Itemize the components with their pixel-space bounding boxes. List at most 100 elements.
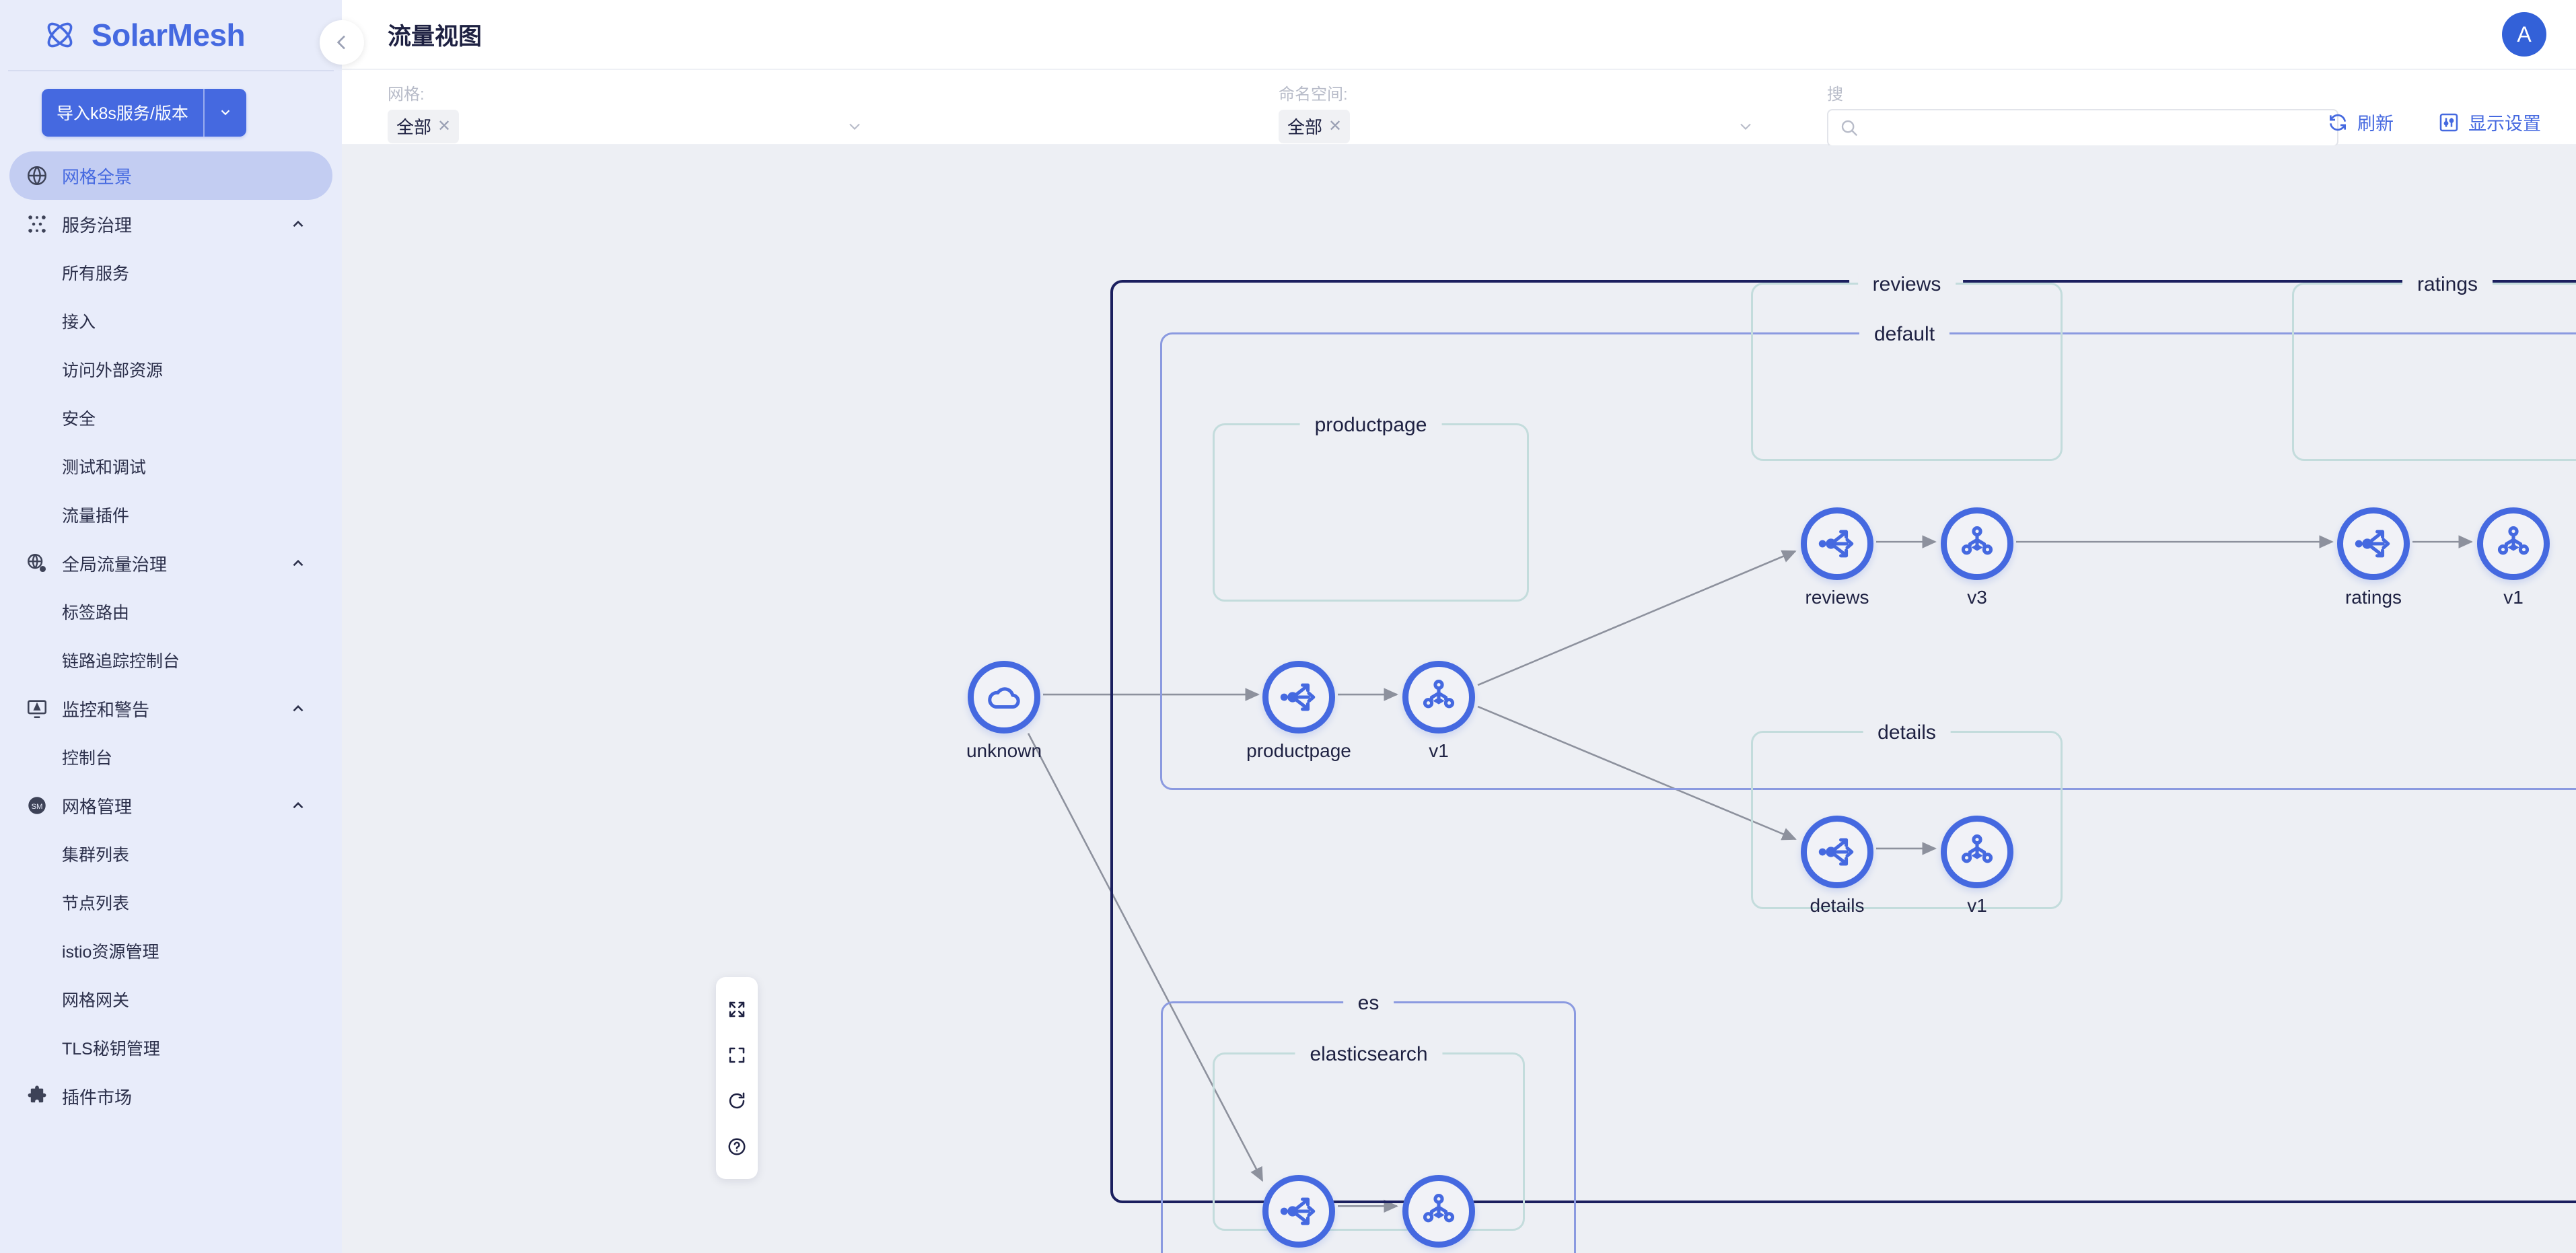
sidebar-item-label: 插件市场 [62,1087,133,1108]
close-icon[interactable]: ✕ [437,116,452,135]
service-box-productpage[interactable]: productpage [1213,414,1529,602]
graph-node-ratings-v1[interactable]: v1 [2477,507,2550,608]
edge-productpagev1-reviews [1477,550,1797,686]
sidebar-sub-label: 访问外部资源 [62,361,164,380]
sidebar-item-mesh-gateway[interactable]: 网格网关 [0,975,342,1024]
refresh-button[interactable]: 刷新 [2327,109,2394,135]
service-box-label: ratings [2402,273,2493,296]
sidebar-item-mesh-overview[interactable]: 网格全景 [9,151,332,200]
sidebar-group-global-traffic[interactable]: 全局流量治理 [0,539,342,587]
namespace-box-es[interactable]: es [1161,992,1576,1253]
reload-icon[interactable] [716,1078,758,1124]
filter-namespace-label: 命名空间: [1279,85,1348,104]
chevron-up-icon[interactable] [289,797,307,814]
filter-namespace: 命名空间: 全部 ✕ [1279,70,1817,145]
sidebar-item-node-list[interactable]: 节点列表 [0,878,342,927]
sidebar-group-label: 监控和警告 [62,699,150,720]
sidebar-item-tls-keys[interactable]: TLS秘钥管理 [0,1024,342,1072]
sidebar-sub-label: 标签路由 [62,604,130,622]
sidebar-item-test-debug[interactable]: 测试和调试 [0,442,342,491]
graph-node-label: v1 [1967,895,1987,916]
namespace-label: es [1343,992,1394,1015]
fit-view-icon[interactable] [716,987,758,1032]
edge-productpagev1-details [1477,705,1797,840]
workload-icon [2477,507,2550,580]
globe-icon [26,164,48,187]
service-box-label: elasticsearch [1295,1043,1443,1066]
graph-node-label: unknown [966,740,1042,761]
graph-toolbar [716,977,758,1179]
graph-node-reviews-v3[interactable]: v3 [1941,507,2013,608]
filter-namespace-tag[interactable]: 全部 ✕ [1279,110,1351,143]
graph-node-details-v1[interactable]: v1 [1941,816,2013,916]
sidebar-item-label-routing[interactable]: 标签路由 [0,587,342,636]
graph-node-unknown[interactable]: unknown [966,661,1042,761]
chevron-down-icon[interactable] [205,89,246,137]
sidebar-sub-label: 流量插件 [62,507,130,526]
sidebar-item-console[interactable]: 控制台 [0,733,342,781]
filter-mesh: 网格: 全部 ✕ [388,70,926,145]
fullscreen-icon[interactable] [716,1032,758,1078]
import-button-label: 导入k8s服务/版本 [57,104,188,123]
sidebar-group-service-governance[interactable]: 服务治理 [0,200,342,248]
filter-mesh-select[interactable]: 全部 ✕ [388,109,460,144]
sidebar: SolarMesh 导入k8s服务/版本 网格全景 [0,0,342,1253]
avatar[interactable]: A [2502,12,2546,57]
graph-node-reviews-service[interactable]: reviews [1801,507,1873,608]
search-box[interactable] [1827,109,2338,147]
atom-logo-icon [42,17,78,53]
sidebar-sub-label: TLS秘钥管理 [62,1040,160,1059]
sidebar-group-monitoring-alerts[interactable]: 监控和警告 [0,684,342,733]
service-box-ratings[interactable]: ratings [2292,273,2576,461]
cloud-icon [968,661,1040,733]
display-settings-button[interactable]: 显示设置 [2438,109,2541,135]
sidebar-item-all-services[interactable]: 所有服务 [0,248,342,297]
sidebar-item-tracing-console[interactable]: 链路追踪控制台 [0,636,342,684]
service-box-label: productpage [1299,414,1442,437]
import-k8s-service-button[interactable]: 导入k8s服务/版本 [42,89,246,137]
filter-namespace-value: 全部 [1287,117,1323,137]
service-box-details[interactable]: details [1751,721,2063,909]
sidebar-item-ingress[interactable]: 接入 [0,297,342,345]
graph-node-ratings-service[interactable]: ratings [2337,507,2410,608]
graph-node-label: v1 [2503,587,2524,608]
sidebar-item-plugin-market[interactable]: 插件市场 [0,1072,342,1120]
workload-icon [1941,816,2013,888]
import-button-divider [203,89,205,137]
sidebar-item-security[interactable]: 安全 [0,394,342,442]
sidebar-item-external-resources[interactable]: 访问外部资源 [0,345,342,394]
display-settings-label: 显示设置 [2468,114,2541,134]
sidebar-collapse-button[interactable] [320,20,364,65]
search-input[interactable] [1865,118,2326,138]
namespace-label: default [1859,323,1950,346]
sidebar-item-istio-resources[interactable]: istio资源管理 [0,927,342,975]
graph-node-details-service[interactable]: details [1801,816,1873,916]
sidebar-item-label: 网格全景 [62,166,133,187]
sidebar-divider [8,70,334,71]
graph-node-productpage-service[interactable]: productpage [1246,661,1351,761]
chevron-down-icon[interactable] [845,117,864,141]
chevron-down-icon[interactable] [1736,117,1755,141]
graph-node-productpage-v1[interactable]: v1 [1402,661,1475,761]
help-icon[interactable] [716,1124,758,1170]
graph-node-elasticsearch-service[interactable]: elasticsearch [1262,1175,1335,1248]
sidebar-item-traffic-plugins[interactable]: 流量插件 [0,491,342,539]
sidebar-group-mesh-management[interactable]: SM 网格管理 [0,781,342,830]
filter-namespace-select[interactable]: 全部 ✕ [1279,109,1351,144]
monitor-alert-icon [26,697,48,720]
sidebar-sub-label: 链路追踪控制台 [62,652,180,671]
service-box-reviews[interactable]: reviews [1751,273,2063,461]
service-box-elasticsearch[interactable]: elasticsearch [1213,1043,1525,1231]
namespace-box-default[interactable]: default [1160,323,2576,790]
chevron-up-icon[interactable] [289,700,307,717]
sidebar-sub-label: 集群列表 [62,846,130,865]
close-icon[interactable]: ✕ [1328,116,1343,135]
chevron-up-icon[interactable] [289,215,307,233]
graph-node-elasticsearch-v1[interactable]: v1 [1402,1175,1475,1248]
topbar: 流量视图 A [342,0,2576,70]
traffic-graph-canvas[interactable]: cluster01 default es productpage reviews… [342,145,2576,1253]
chevron-up-icon[interactable] [289,554,307,572]
sidebar-item-cluster-list[interactable]: 集群列表 [0,830,342,878]
service-split-icon [2337,507,2410,580]
filter-mesh-tag[interactable]: 全部 ✕ [388,110,460,143]
